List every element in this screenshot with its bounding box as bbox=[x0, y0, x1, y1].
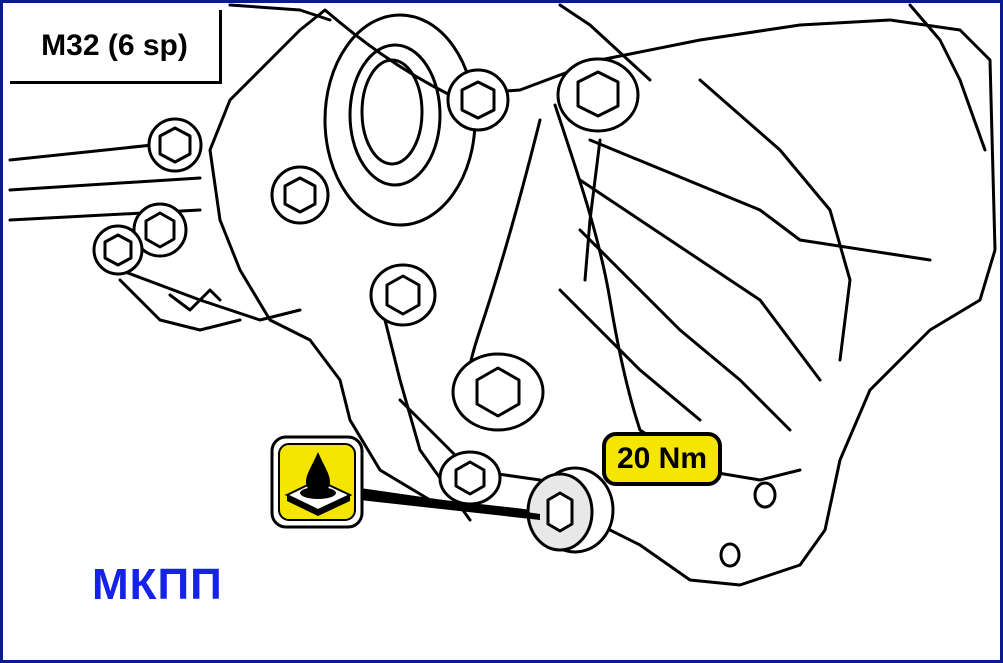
leader-line bbox=[360, 488, 540, 520]
drain-plug bbox=[526, 466, 615, 554]
bolt-left-3 bbox=[132, 202, 188, 258]
torque-label: 20 Nm bbox=[602, 432, 722, 486]
bolt-left-1 bbox=[147, 117, 203, 173]
bolt-lower-left bbox=[438, 450, 502, 506]
housing-outline bbox=[208, 8, 997, 587]
bolt-lower-flange bbox=[451, 352, 545, 432]
bolt-top-center bbox=[446, 68, 510, 132]
caption-text: МКПП bbox=[92, 560, 223, 609]
bolt-top-right bbox=[556, 57, 640, 133]
bolt-left-2 bbox=[270, 165, 330, 225]
sealant-drop-icon bbox=[270, 435, 364, 529]
bearing-inner bbox=[348, 43, 442, 187]
bolt-middle bbox=[369, 263, 437, 327]
model-label: M32 (6 sp) bbox=[10, 10, 222, 84]
bolt-left-4 bbox=[92, 224, 144, 276]
